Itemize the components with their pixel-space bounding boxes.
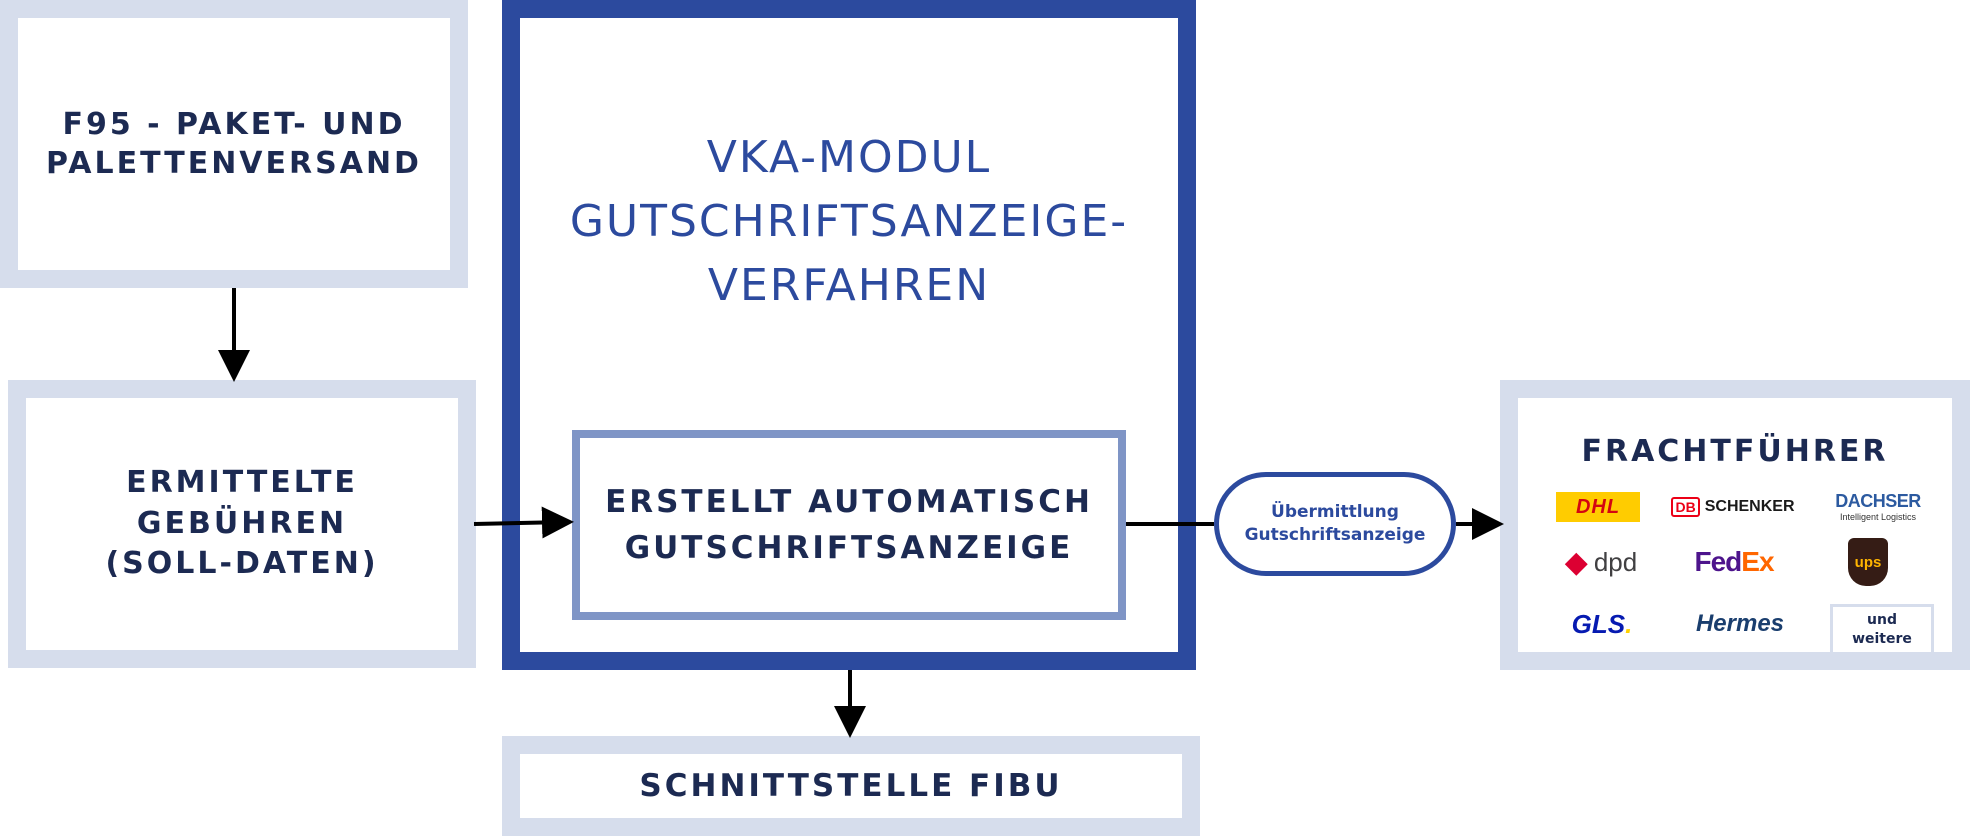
dachser-logo: DACHSER Intelligent Logistics	[1818, 486, 1938, 526]
schenker-text: SCHENKER	[1704, 498, 1795, 515]
fibu-interface-node: SCHNITTSTELLE FIBU	[502, 736, 1200, 836]
gls-dot: .	[1625, 608, 1633, 639]
fees-line2: GEBÜHREN	[136, 505, 348, 541]
fees-node: ERMITTELTE GEBÜHREN (SOLL-DATEN)	[8, 380, 476, 668]
fees-line3: (SOLL-DATEN)	[105, 546, 379, 582]
transfer-line1: Übermittlung	[1271, 502, 1399, 523]
more-carriers-box: und weitere	[1830, 604, 1934, 656]
transfer-pill: Übermittlung Gutschriftsanzeige	[1214, 472, 1456, 576]
transfer-line2: Gutschriftsanzeige	[1244, 525, 1426, 545]
dhl-text: DHL	[1575, 495, 1621, 518]
fibu-label: SCHNITTSTELLE FIBU	[639, 767, 1063, 804]
dpd-logo: ◆ dpd	[1556, 540, 1646, 584]
vka-line2: GUTSCHRIFTSANZEIGE-	[569, 195, 1129, 247]
hermes-text: Hermes	[1695, 610, 1785, 637]
dpd-text: dpd	[1593, 546, 1638, 577]
vka-title: VKA-MODUL GUTSCHRIFTSANZEIGE- VERFAHREN	[520, 126, 1178, 317]
dachser-sub: Intelligent Logistics	[1839, 511, 1917, 522]
gls-logo: GLS.	[1566, 606, 1638, 642]
create-label: ERSTELLT AUTOMATISCH GUTSCHRIFTSANZEIGE	[605, 479, 1093, 572]
hermes-logo: Hermes	[1678, 606, 1802, 642]
ups-logo: ups	[1848, 538, 1888, 586]
fedex-ex: Ex	[1741, 546, 1774, 577]
ups-text: ups	[1854, 553, 1882, 571]
more-line1: und	[1867, 612, 1897, 629]
fees-label: ERMITTELTE GEBÜHREN (SOLL-DATEN)	[105, 463, 378, 585]
dhl-logo: DHL	[1556, 492, 1640, 522]
vka-line1: VKA-MODUL	[706, 132, 992, 183]
fees-line1: ERMITTELTE	[126, 465, 358, 501]
f95-label: F95 - PAKET- UND PALETTENVERSAND	[46, 105, 422, 183]
vka-line3: VERFAHREN	[707, 259, 991, 311]
f95-shipping-node: F95 - PAKET- UND PALETTENVERSAND	[0, 0, 468, 288]
carriers-title: FRACHTFÜHRER	[1581, 434, 1889, 469]
create-line2: GUTSCHRIFTSANZEIGE	[624, 530, 1074, 566]
f95-line2: PALETTENVERSAND	[46, 146, 422, 181]
create-credit-note-node: ERSTELLT AUTOMATISCH GUTSCHRIFTSANZEIGE	[572, 430, 1126, 620]
gls-text: GLS	[1571, 608, 1626, 639]
carriers-node: FRACHTFÜHRER DHL DB SCHENKER DACHSER Int…	[1500, 380, 1970, 670]
more-line2: weitere	[1852, 631, 1912, 647]
db-mark: DB	[1671, 497, 1700, 517]
f95-line1: F95 - PAKET- UND	[62, 107, 406, 142]
fedex-fed: Fed	[1694, 546, 1742, 577]
dpd-cube-icon: ◆	[1564, 545, 1588, 579]
create-line1: ERSTELLT AUTOMATISCH	[605, 483, 1093, 520]
dachser-text: DACHSER	[1835, 490, 1921, 511]
db-schenker-logo: DB SCHENKER	[1668, 492, 1798, 522]
